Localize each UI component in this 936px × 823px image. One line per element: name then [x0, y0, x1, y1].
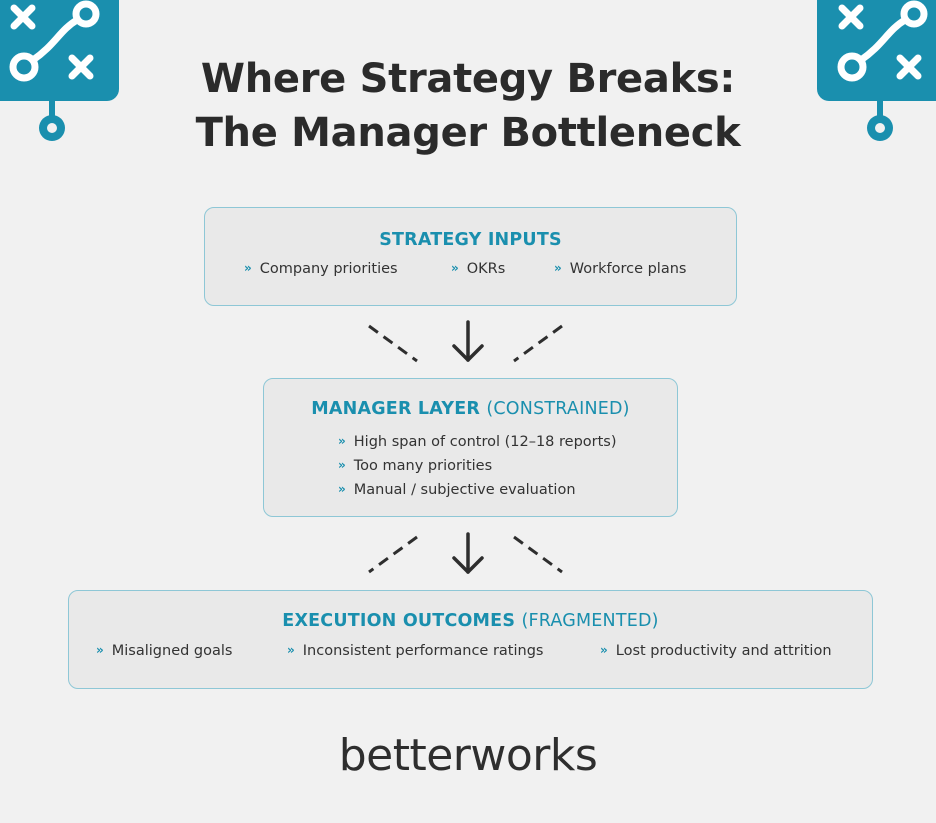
bullet-chevron-icon: » — [600, 643, 608, 657]
strategy-inputs-list: »Company priorities »OKRs »Workforce pla… — [205, 261, 736, 281]
execution-outcomes-list: »Misaligned goals »Inconsistent performa… — [69, 643, 872, 663]
list-item: »Too many priorities — [338, 458, 493, 474]
strategy-inputs-box: STRATEGY INPUTS »Company priorities »OKR… — [204, 207, 737, 306]
execution-outcomes-qualifier: (FRAGMENTED) — [521, 611, 659, 631]
title-line-1: Where Strategy Breaks: — [200, 56, 736, 102]
dashed-arrow-left — [368, 535, 418, 574]
brand-logo: betterworks — [338, 730, 598, 781]
list-item: »High span of control (12–18 reports) — [338, 434, 617, 450]
list-item: »Manual / subjective evaluation — [338, 482, 576, 498]
list-item: »Lost productivity and attrition — [600, 643, 832, 659]
execution-outcomes-heading: EXECUTION OUTCOMES (FRAGMENTED) — [282, 611, 659, 631]
bullet-chevron-icon: » — [96, 643, 104, 657]
bullet-chevron-icon: » — [554, 261, 562, 275]
list-item: »Workforce plans — [554, 261, 687, 277]
bullet-chevron-icon: » — [338, 434, 346, 448]
bullet-chevron-icon: » — [244, 261, 252, 275]
dashed-arrow-left — [368, 324, 418, 363]
down-arrow-icon — [452, 532, 484, 574]
manager-layer-heading: MANAGER LAYER (CONSTRAINED) — [311, 399, 630, 419]
flow-arrows-converging — [368, 320, 563, 363]
bullet-chevron-icon: » — [338, 458, 346, 472]
bullet-chevron-icon: » — [287, 643, 295, 657]
manager-layer-qualifier: (CONSTRAINED) — [486, 399, 630, 419]
title-line-2: The Manager Bottleneck — [195, 110, 741, 156]
manager-layer-list: »High span of control (12–18 reports) »T… — [338, 430, 677, 502]
bullet-chevron-icon: » — [338, 482, 346, 496]
page-title: Where Strategy Breaks: The Manager Bottl… — [0, 52, 936, 160]
dashed-arrow-right — [513, 324, 563, 363]
flow-arrows-diverging — [368, 532, 563, 574]
manager-layer-box: MANAGER LAYER (CONSTRAINED) »High span o… — [263, 378, 678, 517]
down-arrow-icon — [452, 320, 484, 362]
strategy-playbook-icon — [817, 0, 936, 141]
list-item: »Inconsistent performance ratings — [287, 643, 544, 659]
dashed-arrow-right — [513, 535, 563, 574]
strategy-playbook-icon — [0, 0, 119, 141]
execution-outcomes-box: EXECUTION OUTCOMES (FRAGMENTED) »Misalig… — [68, 590, 873, 689]
list-item: »Misaligned goals — [96, 643, 233, 659]
list-item: »OKRs — [451, 261, 506, 277]
list-item: »Company priorities — [244, 261, 398, 277]
strategy-inputs-heading: STRATEGY INPUTS — [379, 230, 562, 250]
bullet-chevron-icon: » — [451, 261, 459, 275]
